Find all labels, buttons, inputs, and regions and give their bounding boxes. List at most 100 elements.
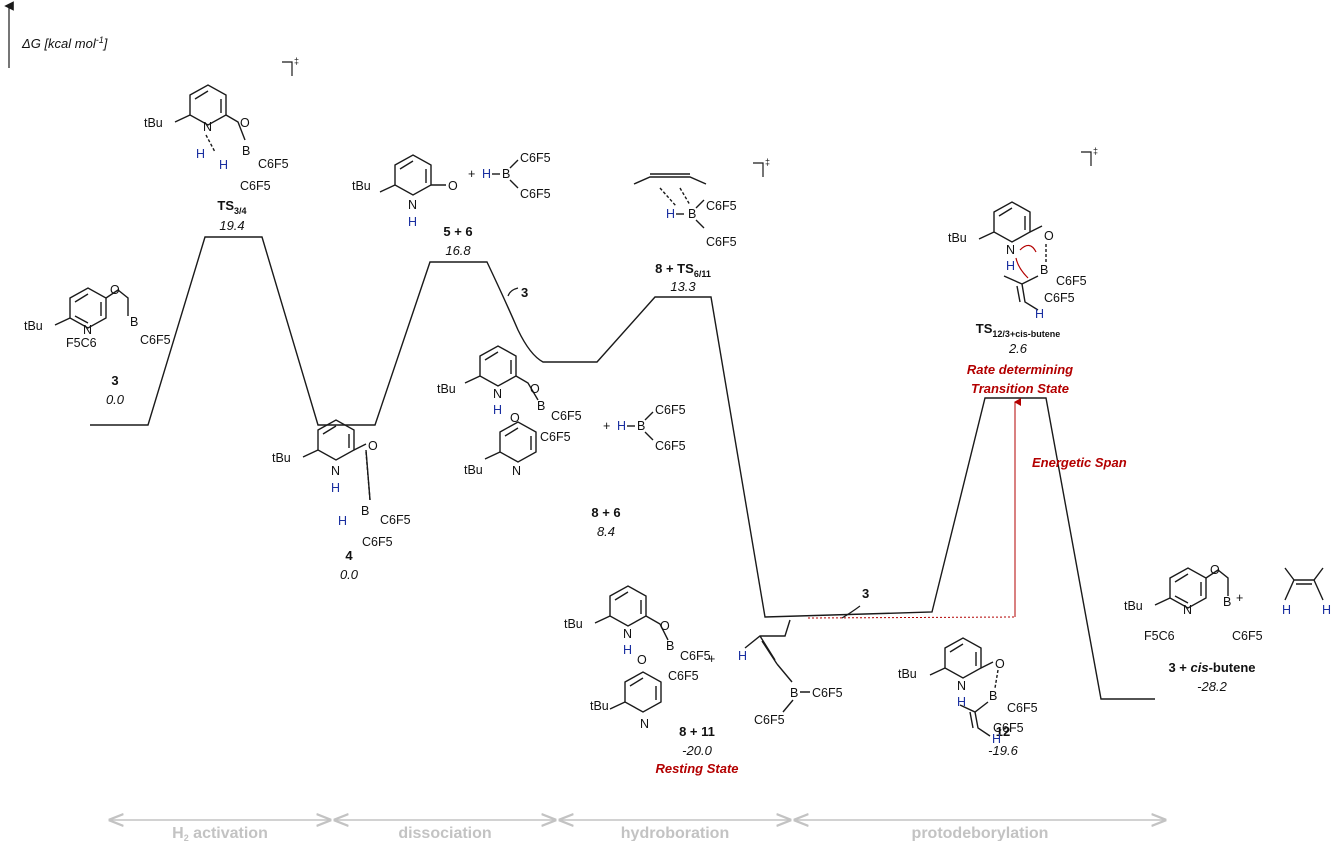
- rdts-label-2: Transition State: [971, 381, 1069, 396]
- svg-text:O: O: [1044, 229, 1054, 243]
- state-value: -28.2: [1197, 679, 1227, 694]
- state-value: 2.6: [1008, 341, 1028, 356]
- phase-protodeborylation: protodeborylation: [912, 825, 1049, 841]
- svg-text:N: N: [640, 717, 649, 731]
- svg-text:N: N: [331, 464, 340, 478]
- svg-text:N: N: [957, 679, 966, 693]
- energy-profile-line: [90, 236, 1155, 700]
- svg-text:C6F5: C6F5: [706, 199, 737, 213]
- state-final: 3 + cis-butene -28.2: [1168, 660, 1255, 694]
- state-value: 0.0: [106, 392, 125, 407]
- svg-text:tBu: tBu: [464, 463, 483, 477]
- state-ts611: 8 + TS6/11 13.3: [655, 261, 711, 294]
- svg-text:N: N: [83, 323, 92, 337]
- state-value: 16.8: [445, 243, 471, 258]
- state-label: 8 + 6: [591, 505, 620, 520]
- svg-text:‡: ‡: [1093, 146, 1098, 156]
- svg-text:B: B: [1223, 595, 1231, 609]
- svg-text:B: B: [989, 689, 997, 703]
- svg-text:tBu: tBu: [564, 617, 583, 631]
- state-label: TS12/3+cis-butene: [976, 321, 1060, 339]
- svg-text:H: H: [617, 419, 626, 433]
- svg-text:C6F5: C6F5: [140, 333, 171, 347]
- svg-text:C6F5: C6F5: [240, 179, 271, 193]
- state-value: -19.6: [988, 743, 1018, 758]
- structure-ts34: tBu N O B H H C6F5 C6F5: [144, 84, 289, 193]
- svg-text:F5C6: F5C6: [66, 336, 97, 350]
- svg-text:C6F5: C6F5: [680, 649, 711, 663]
- svg-text:O: O: [110, 283, 120, 297]
- svg-text:O: O: [995, 657, 1005, 671]
- svg-text:tBu: tBu: [948, 231, 967, 245]
- svg-text:B: B: [361, 504, 369, 518]
- svg-text:C6F5: C6F5: [1056, 274, 1087, 288]
- svg-text:H: H: [482, 167, 491, 181]
- svg-text:H: H: [992, 732, 1001, 746]
- svg-text:+: +: [1236, 591, 1243, 605]
- state-tsfinal: TS12/3+cis-butene 2.6: [976, 321, 1060, 356]
- svg-text:C6F5: C6F5: [812, 686, 843, 700]
- svg-text:C6F5: C6F5: [362, 535, 393, 549]
- ts-bracket-2: ‡: [753, 157, 770, 177]
- state-4: 4 0.0: [340, 548, 359, 582]
- svg-text:H: H: [1282, 603, 1291, 617]
- state-label: 3 + cis-butene: [1168, 660, 1255, 675]
- svg-text:F5C6: F5C6: [1144, 629, 1175, 643]
- state-value: 0.0: [340, 567, 359, 582]
- svg-text:B: B: [1040, 263, 1048, 277]
- phase-bar: H2 activation dissociation hydroboration…: [110, 820, 1165, 841]
- svg-text:O: O: [530, 382, 540, 396]
- svg-text:N: N: [512, 464, 521, 478]
- axis-label: ΔG [kcal mol-1]: [21, 35, 108, 51]
- svg-text:O: O: [1210, 563, 1220, 577]
- state-3: 3 0.0: [106, 373, 125, 407]
- svg-text:C6F5: C6F5: [1232, 629, 1263, 643]
- svg-text:N: N: [493, 387, 502, 401]
- svg-text:O: O: [510, 411, 520, 425]
- svg-text:B: B: [502, 167, 510, 181]
- svg-text:B: B: [537, 399, 545, 413]
- svg-text:C6F5: C6F5: [258, 157, 289, 171]
- svg-text:H: H: [1035, 307, 1044, 321]
- svg-text:B: B: [666, 639, 674, 653]
- svg-text:C6F5: C6F5: [540, 430, 571, 444]
- svg-text:tBu: tBu: [24, 319, 43, 333]
- structure-3: tBu N O B F5C6 C6F5: [24, 283, 171, 350]
- structure-ts611: H B C6F5 C6F5: [633, 173, 737, 249]
- state-label: 4: [345, 548, 353, 563]
- svg-text:‡: ‡: [765, 157, 770, 167]
- svg-text:tBu: tBu: [898, 667, 917, 681]
- structure-12: tBu N H O B C6F5 C6F5 H: [898, 637, 1038, 746]
- structure-5p6: tBu N H O + H B C6F5 C6F5: [352, 151, 551, 229]
- svg-text:H: H: [338, 514, 347, 528]
- structure-8p11: tBu N H O O B C6F5 C6F5 N tBu + H B C6F5…: [564, 585, 843, 731]
- state-value: 8.4: [597, 524, 615, 539]
- svg-text:C6F5: C6F5: [655, 439, 686, 453]
- svg-text:N: N: [1006, 243, 1015, 257]
- state-label: 8 + TS6/11: [655, 261, 711, 279]
- state-value: 19.4: [219, 218, 244, 233]
- structure-final: tBu N O B F5C6 C6F5 + H H: [1124, 563, 1331, 643]
- svg-text:tBu: tBu: [590, 699, 609, 713]
- svg-text:tBu: tBu: [352, 179, 371, 193]
- svg-text:+: +: [603, 419, 610, 433]
- state-8p11: 8 + 11 -20.0: [679, 724, 715, 758]
- svg-text:H: H: [957, 695, 966, 709]
- span-dotted-line: [807, 616, 1016, 619]
- state-12: 12 -19.6: [988, 724, 1018, 758]
- state-label: 3: [111, 373, 118, 388]
- catalyst-entry-hook-2: [841, 605, 861, 619]
- state-value: -20.0: [682, 743, 712, 758]
- structure-8p6: tBu N H O O B C6F5 C6F5 N tBu + H B C6F5…: [437, 345, 686, 478]
- svg-text:C6F5: C6F5: [655, 403, 686, 417]
- svg-text:O: O: [448, 179, 458, 193]
- svg-text:C6F5: C6F5: [993, 721, 1024, 735]
- svg-text:H: H: [408, 215, 417, 229]
- svg-text:B: B: [790, 686, 798, 700]
- svg-text:tBu: tBu: [437, 382, 456, 396]
- ts-bracket-1: ‡: [282, 56, 299, 76]
- svg-text:H: H: [623, 643, 632, 657]
- svg-text:C6F5: C6F5: [668, 669, 699, 683]
- catalyst-entry-hook-1: [507, 287, 519, 297]
